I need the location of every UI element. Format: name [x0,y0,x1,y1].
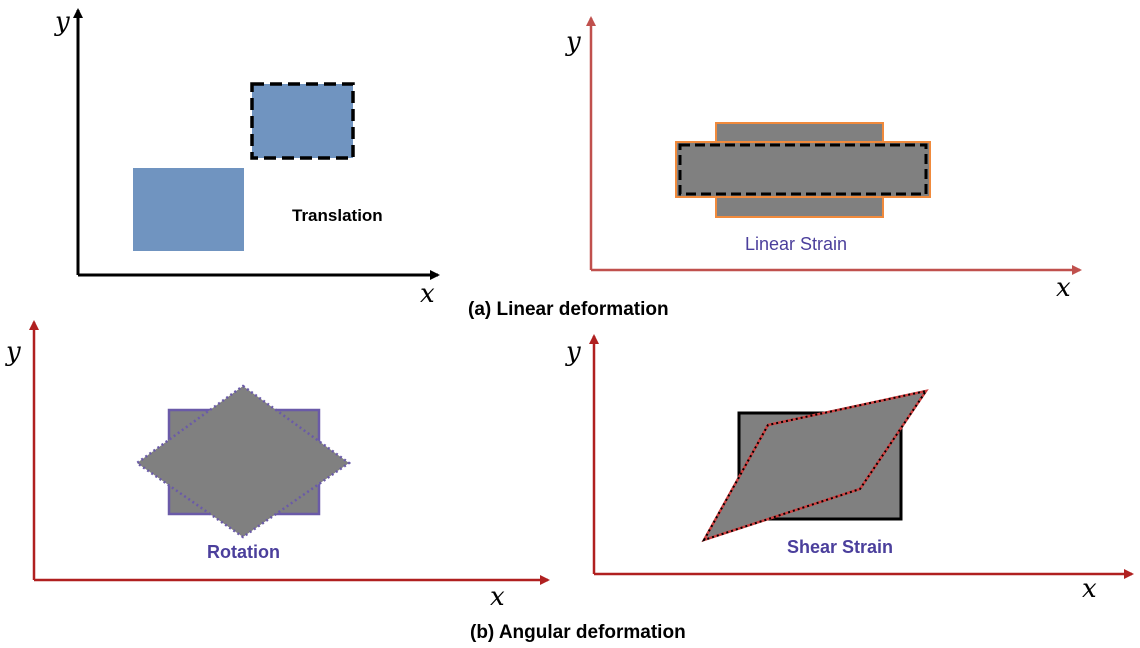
y-axis-label: y [54,7,70,37]
original-rectangle [133,168,244,251]
y-axis-label: y [565,27,581,57]
translated-rectangle [250,82,355,160]
panel-rotation: y x Rotation [5,320,550,612]
panel-translation: y x Translation [54,7,440,309]
shear-strain-label: Shear Strain [787,537,893,557]
y-axis-label: y [5,337,21,367]
x-axis-label: x [1082,574,1097,604]
panel-shear-strain: y x Shear Strain [565,334,1134,604]
caption-linear-deformation: (a) Linear deformation [468,299,669,320]
rotation-label: Rotation [207,542,280,562]
rotated-rectangle [134,384,352,539]
caption-angular-deformation: (b) Angular deformation [470,622,686,643]
strained-rectangle [678,143,928,196]
linear-strain-label: Linear Strain [745,234,847,254]
x-axis-label: x [1056,273,1071,303]
y-axis-label: y [565,337,581,367]
x-axis-label: x [420,279,435,309]
panel-linear-strain: y x Linear Strain [565,16,1082,303]
sheared-parallelogram-dotted [701,389,929,542]
x-axis-label: x [490,582,505,612]
translation-label: Translation [292,206,383,225]
